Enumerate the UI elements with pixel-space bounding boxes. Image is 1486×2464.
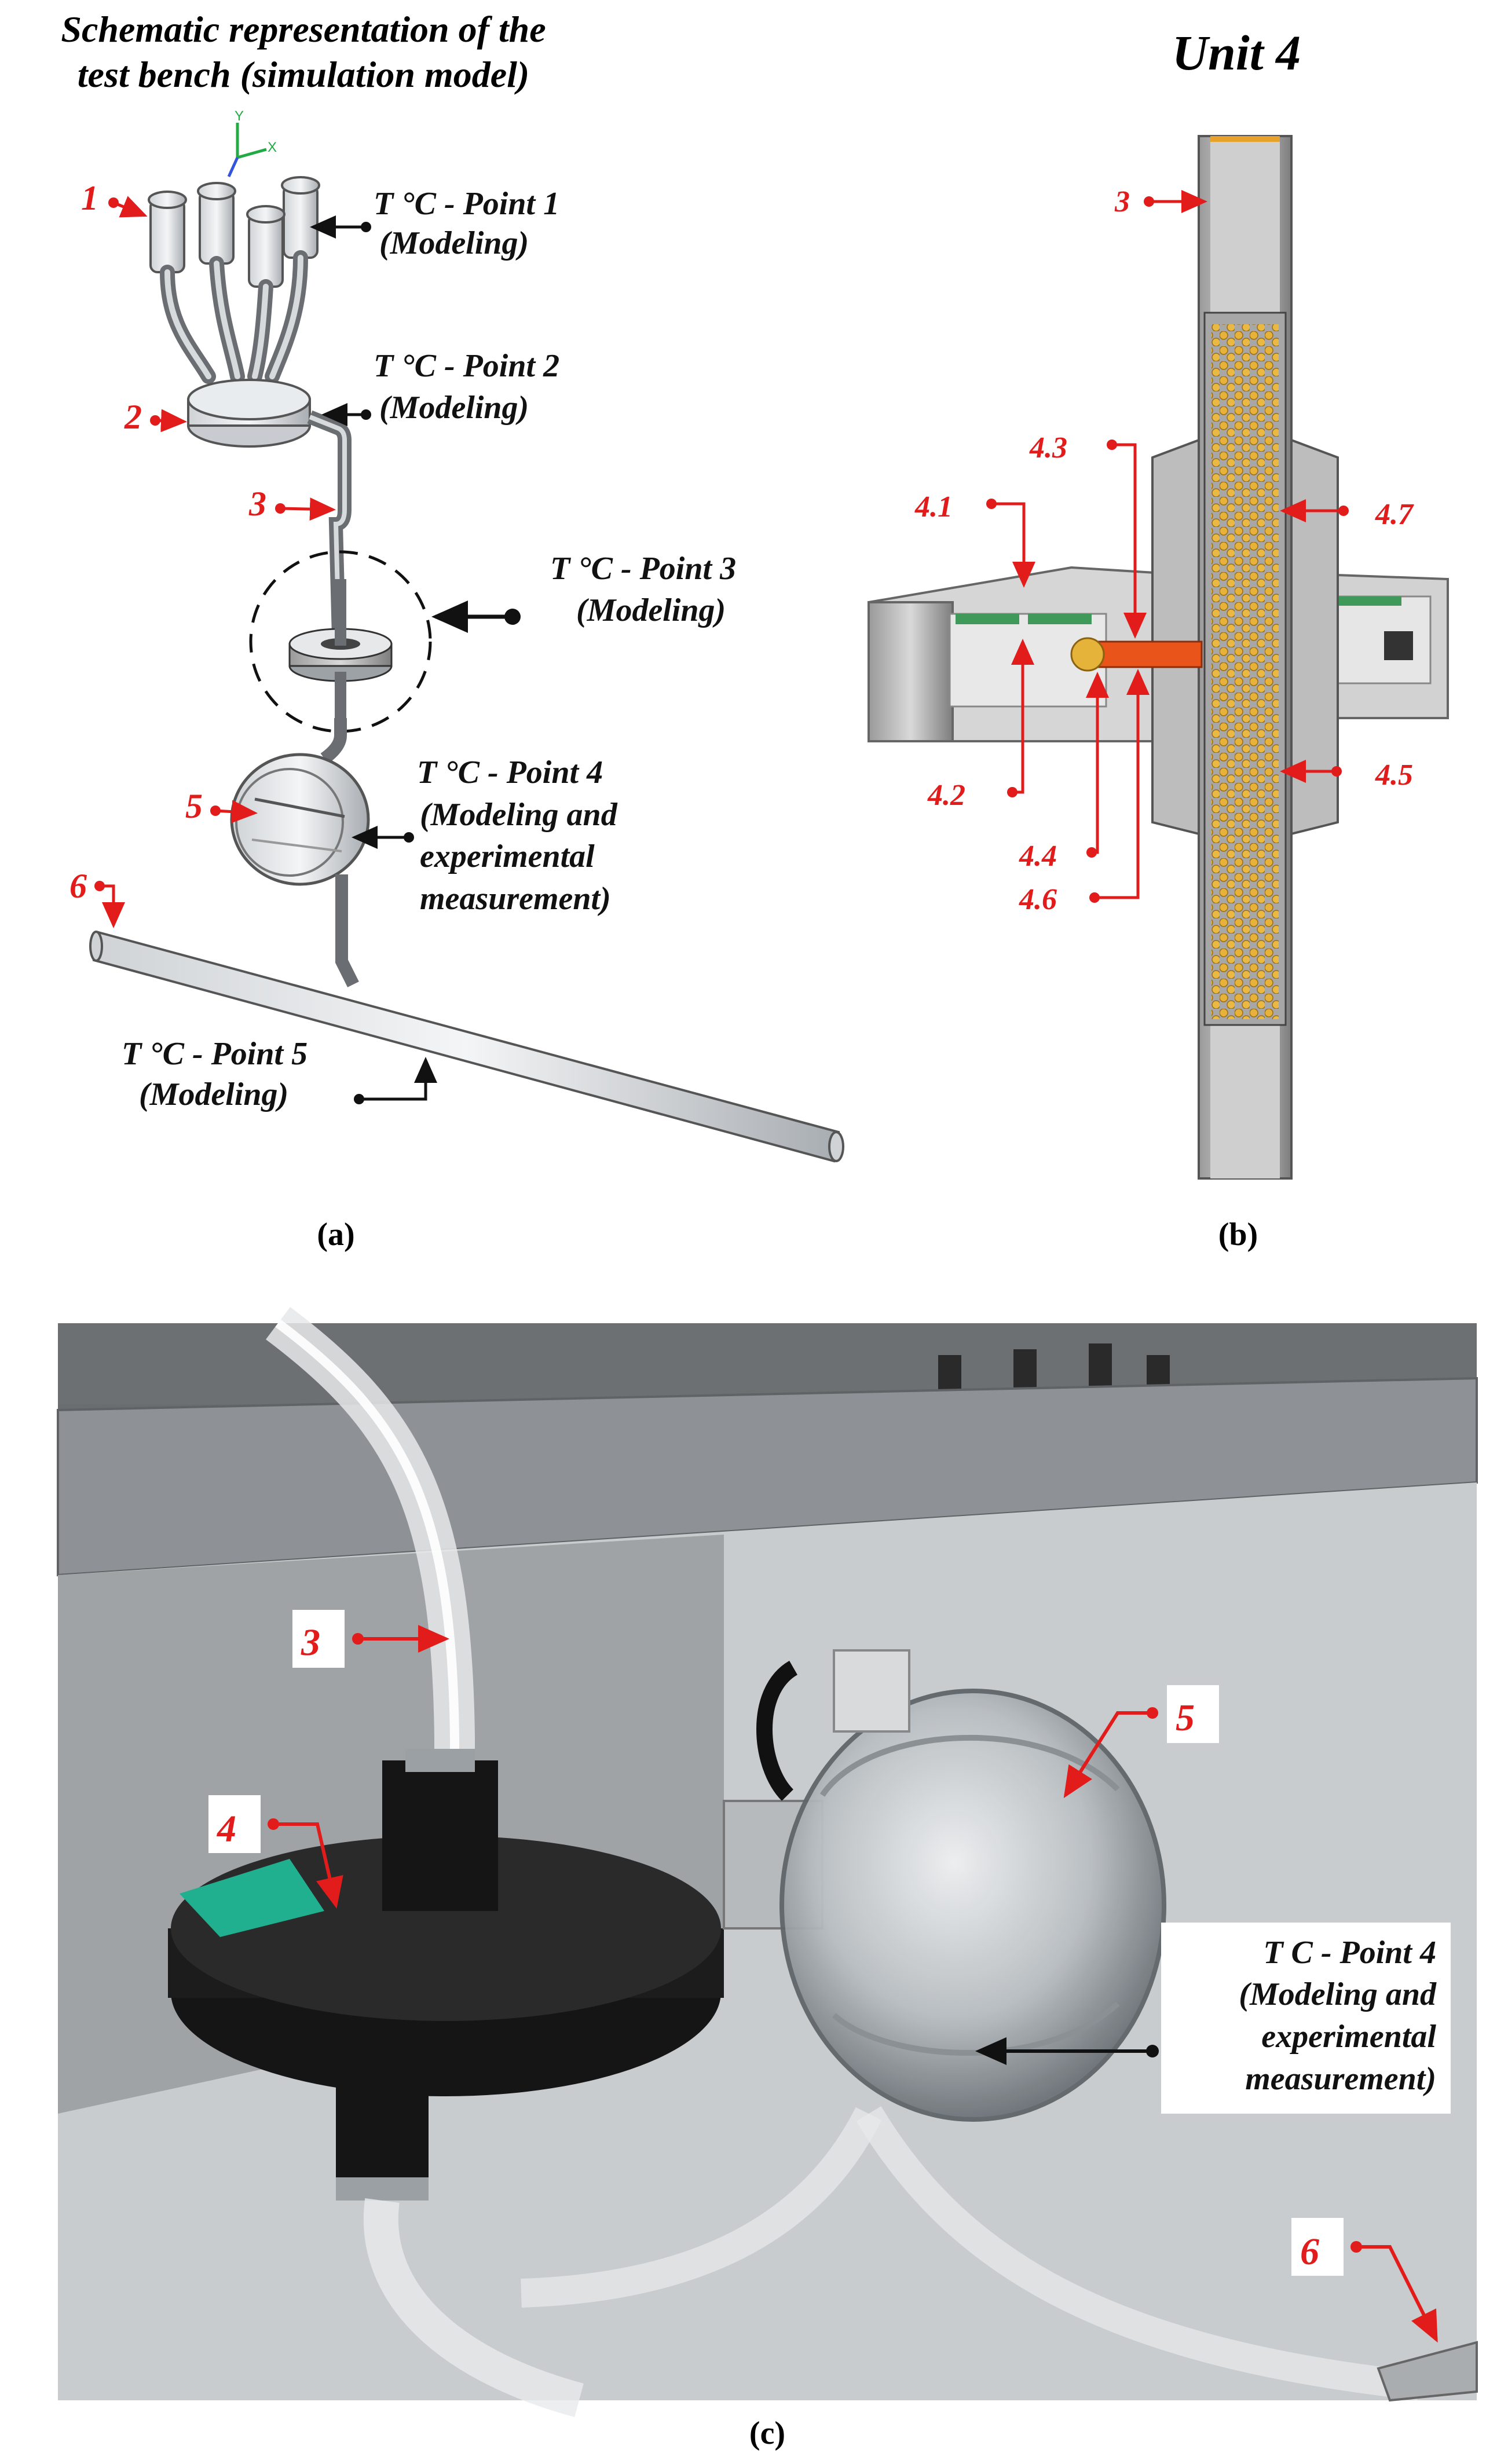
c-point4-line2: (Modeling and (1239, 1976, 1437, 2012)
long-milk-tube-hl (309, 415, 347, 638)
short-milk-tubes-hl (164, 255, 303, 379)
panel-b-title: Unit 4 (1172, 25, 1301, 80)
b-marker-4-3: 4.3 (1029, 431, 1067, 464)
teat-cups (148, 176, 320, 288)
caption-a: (a) (317, 1217, 354, 1253)
panel-a-markers: 1 2 3 5 6 (69, 179, 336, 928)
photo-black-cable (756, 1660, 798, 1801)
milk-line-pipe (89, 931, 844, 1163)
receiver-tube (320, 718, 347, 764)
b-marker-4-1: 4.1 (914, 490, 953, 523)
marker-2: 2 (124, 398, 142, 436)
photo-steel-pipe (1377, 2341, 1478, 2402)
marker-3: 3 (248, 485, 266, 523)
point4-line2: (Modeling and (420, 797, 618, 833)
c-point4-line1: T C - Point 4 (1263, 1935, 1436, 1971)
c-marker-5: 5 (1176, 1697, 1195, 1739)
c-marker-6: 6 (1300, 2231, 1319, 2273)
b-marker-4-7: 4.7 (1375, 498, 1414, 531)
axis-x-label: X (268, 140, 277, 155)
point5-line1: T °C - Point 5 (122, 1036, 308, 1072)
b-marker-4-2: 4.2 (927, 779, 965, 812)
axis-triad-icon: Y X (227, 108, 277, 178)
b-marker-4-5: 4.5 (1375, 759, 1413, 792)
axis-y-label: Y (235, 108, 244, 124)
c-point4-line4: measurement) (1245, 2061, 1436, 2097)
panel-a-title-line1: Schematic representation of the (61, 9, 546, 50)
marker-1: 1 (81, 179, 98, 217)
panel-b-markers: 3 4.1 4.2 4.3 4.4 4.5 4.6 4.7 (914, 185, 1414, 916)
b-marker-4-4: 4.4 (1019, 840, 1057, 873)
point2-line1: T °C - Point 2 (374, 348, 559, 384)
panel-a: Schematic representation of the test ben… (61, 9, 844, 1253)
b-marker-4-6: 4.6 (1019, 883, 1057, 916)
point2-line2: (Modeling) (379, 390, 529, 426)
caption-b: (b) (1218, 1217, 1258, 1253)
point4-line4: measurement) (420, 881, 611, 917)
point4-line3: experimental (420, 839, 595, 874)
panel-a-title-line2: test bench (simulation model) (78, 54, 529, 95)
outlet-tube (335, 874, 359, 987)
b-marker-3: 3 (1114, 185, 1130, 218)
panel-a-point-callouts: T °C - Point 1 (Modeling) T °C - Point 2… (122, 186, 736, 1112)
unit4-central-tube (1151, 135, 1339, 1180)
unit4-sensor-rod (1070, 637, 1203, 672)
point4-line1: T °C - Point 4 (417, 755, 603, 790)
c-marker-4: 4 (216, 1808, 236, 1850)
unit4-model (288, 579, 393, 718)
photo-unit4-disc (168, 1749, 724, 2201)
panel-c-photo: 3 4 5 6 T C - Point 4 (Modeling and expe… (57, 1307, 1478, 2417)
marker-5: 5 (185, 787, 203, 825)
claw (187, 379, 311, 448)
marker-6: 6 (69, 867, 87, 905)
point1-line2: (Modeling) (379, 225, 529, 261)
panel-b: Unit 4 (868, 25, 1449, 1253)
point1-line1: T °C - Point 1 (374, 186, 559, 222)
panel-c-point4-callout: T C - Point 4 (Modeling and experimental… (975, 1923, 1451, 2114)
unit4-dashed-circle (249, 550, 432, 733)
c-marker-3: 3 (301, 1621, 320, 1664)
panel-c-markers: 3 4 5 6 (208, 1610, 1438, 2343)
point3-line1: T °C - Point 3 (550, 551, 736, 587)
point5-line2: (Modeling) (139, 1077, 288, 1112)
receiver-jar (230, 753, 370, 886)
caption-c: (c) (749, 2415, 785, 2451)
c-point4-line3: experimental (1261, 2019, 1436, 2055)
photo-lower-hose (363, 2198, 584, 2417)
point3-line2: (Modeling) (576, 592, 726, 628)
